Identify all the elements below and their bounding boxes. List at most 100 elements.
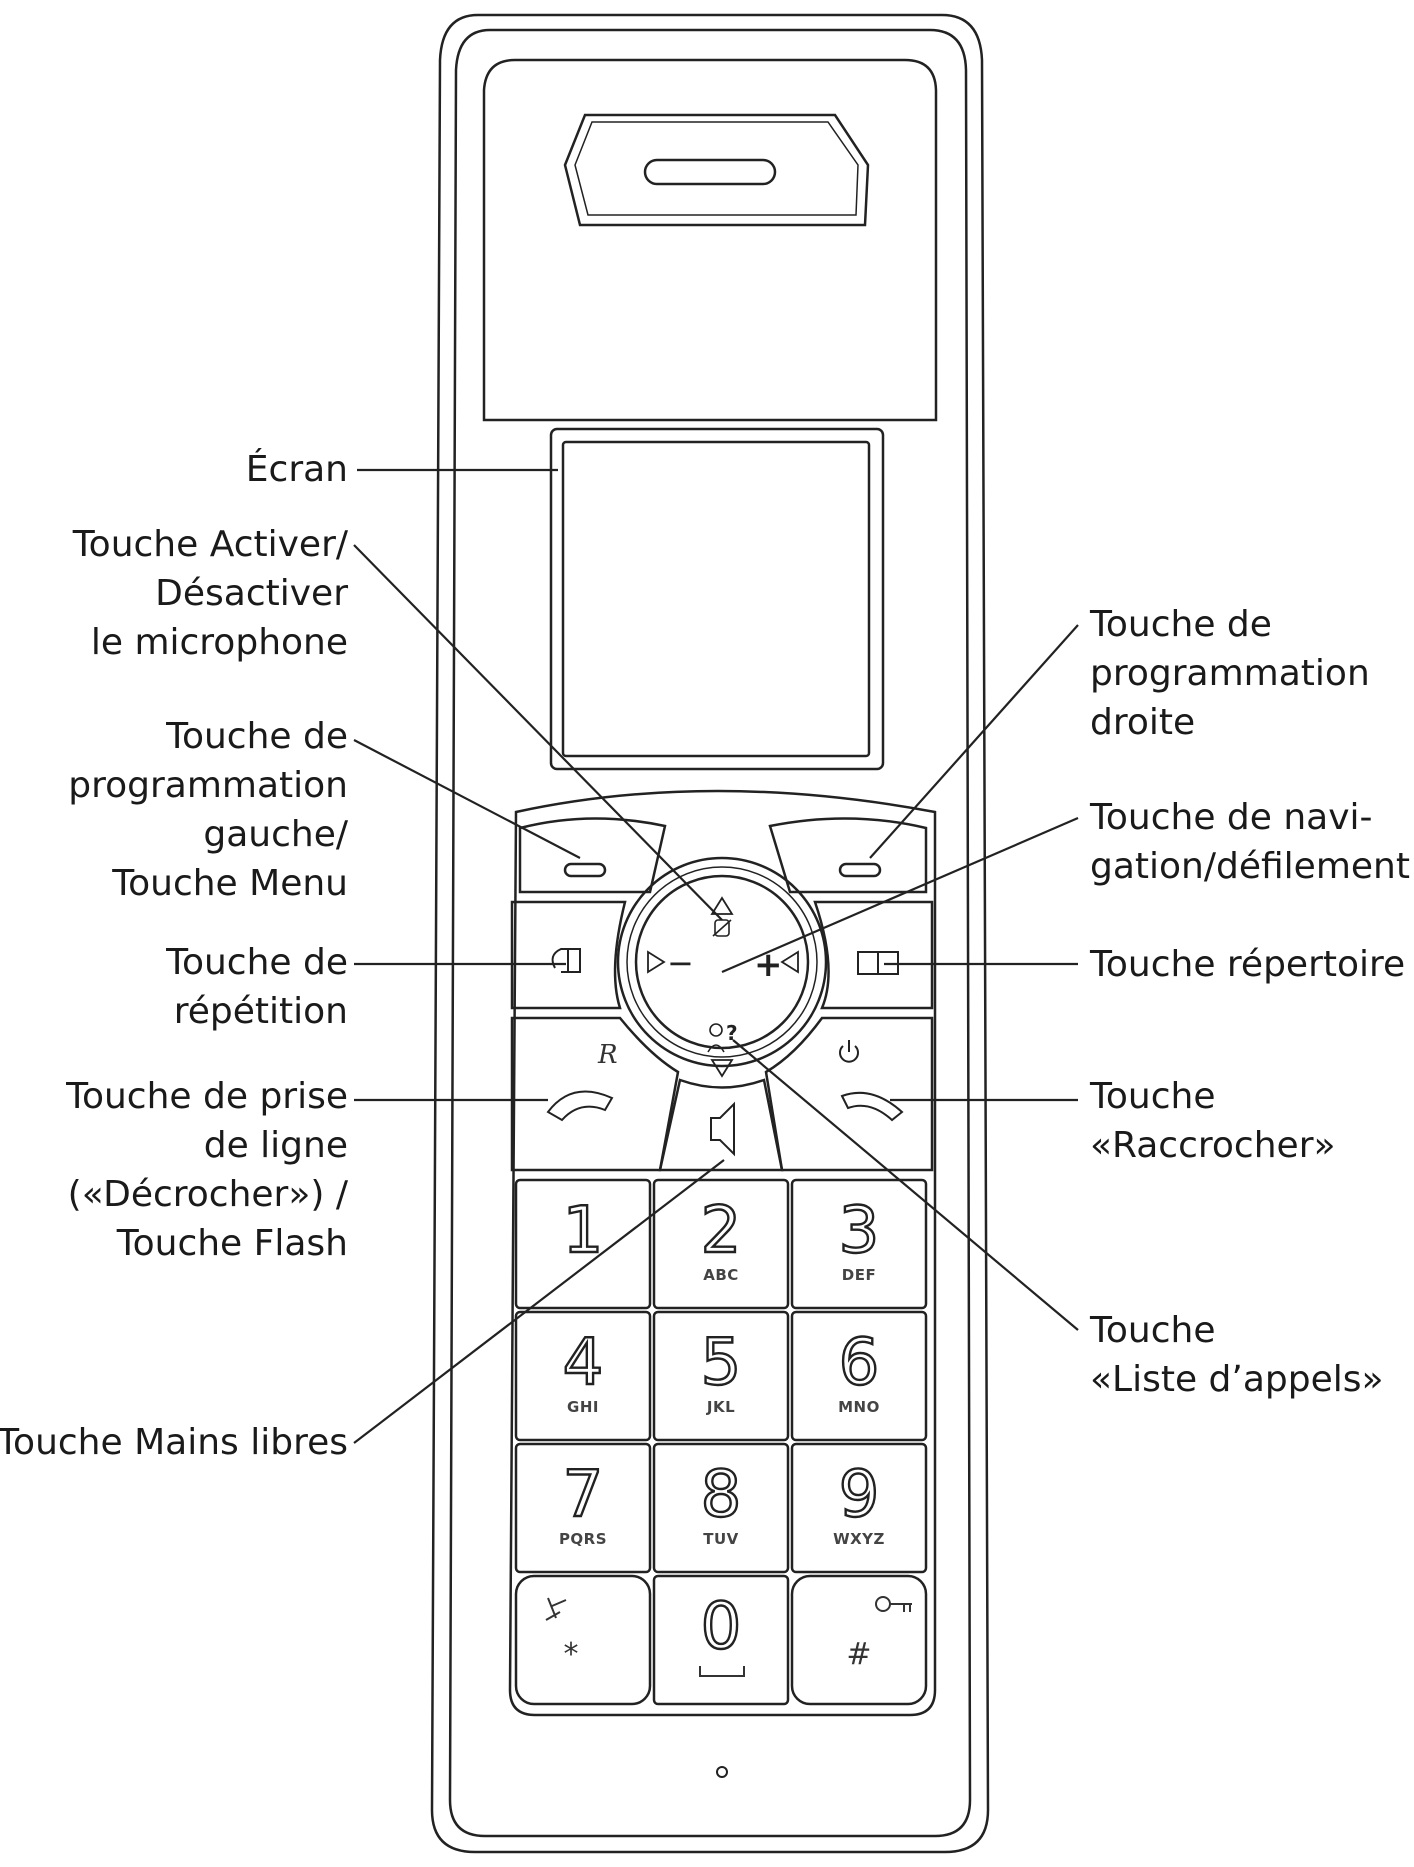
phonebook-icon	[857, 951, 899, 975]
top-bezel	[482, 58, 938, 422]
earpiece-window-inner	[574, 121, 859, 216]
label-handsfree-key: Touche Mains libres	[0, 1422, 348, 1463]
flash-r-mark: R	[597, 1040, 618, 1070]
calllist-icon	[709, 1023, 723, 1037]
keypad-key-number: #	[846, 1637, 871, 1672]
keypad-key-star[interactable]: *	[514, 1574, 652, 1706]
keypad-key-number: 9	[839, 1458, 880, 1532]
right-soft-key-mark	[838, 862, 882, 878]
keypad-key-frame	[514, 1574, 652, 1706]
power-icon	[839, 1045, 859, 1063]
keypad-key-frame	[652, 1310, 790, 1442]
navigation-ring-mid	[626, 866, 818, 1058]
keypad-key-number: 0	[701, 1590, 742, 1664]
keypad-key-number: 2	[701, 1194, 742, 1268]
label-right-soft-key: Touche de programmation droite	[1090, 604, 1370, 743]
phonebook-key[interactable]	[813, 900, 934, 1010]
left-soft-key[interactable]	[518, 817, 667, 894]
keypad-key-0[interactable]: 0	[652, 1574, 790, 1706]
talk-handset-icon	[546, 1090, 614, 1122]
keypad-key-frame	[652, 1574, 790, 1706]
keypad-key-number: 7	[563, 1458, 604, 1532]
hangup-handset-icon	[840, 1091, 904, 1122]
ringer-off-icon	[545, 1597, 567, 1621]
keypad-key-number: 4	[563, 1326, 604, 1400]
leader-mute	[353, 544, 723, 921]
label-redial-key: Touche de répétition	[166, 942, 348, 1032]
keypad-key-letters: GHI	[567, 1398, 599, 1416]
earpiece-slot	[643, 158, 777, 186]
keypad-key-frame	[514, 1310, 652, 1442]
keypad-key-frame	[790, 1310, 928, 1442]
keypad-key-number: 3	[839, 1194, 880, 1268]
key-lock-icon	[875, 1596, 912, 1612]
hangup-key[interactable]	[764, 1016, 934, 1172]
leader-lines	[353, 468, 1079, 1444]
keypad-key-frame	[514, 1178, 652, 1310]
label-mute-key: Touche Activer/ Désactiver le microphone	[72, 524, 348, 663]
keypad-key-letters: DEF	[842, 1266, 876, 1284]
space-icon	[699, 1666, 745, 1677]
keypad-key-hash[interactable]: #	[790, 1574, 928, 1706]
label-hangup-key: Touche «Raccrocher»	[1090, 1076, 1336, 1166]
screen-frame	[549, 427, 885, 771]
keypad-key-frame	[790, 1178, 928, 1310]
handsfree-key[interactable]	[658, 1078, 784, 1172]
redial-key[interactable]	[510, 900, 627, 1010]
phone-outer-body	[430, 13, 990, 1854]
calllist-question-mark: ?	[726, 1021, 738, 1045]
screen	[561, 440, 871, 758]
label-calllist-key: Touche «Liste d’appels»	[1090, 1310, 1384, 1400]
microphone-hole	[716, 1766, 728, 1778]
label-talk-key: Touche de prise de ligne («Décrocher») /…	[66, 1076, 348, 1264]
keypad-key-number: *	[564, 1637, 579, 1672]
nav-down-arrow-icon	[710, 1059, 734, 1078]
keypad-key-letters: WXYZ	[833, 1530, 885, 1548]
leader-left-soft	[353, 739, 581, 859]
keypad-key-letters: MNO	[838, 1398, 880, 1416]
right-soft-key[interactable]	[768, 817, 928, 894]
leader-handsfree	[353, 1159, 725, 1444]
nav-minus-mark: −	[667, 944, 694, 982]
nav-right-arrow-icon	[780, 950, 799, 974]
leader-calllist	[732, 1039, 1079, 1331]
keypad-housing	[508, 789, 937, 1717]
keypad-key-letters: JKL	[706, 1398, 735, 1416]
keypad-key-frame	[652, 1178, 790, 1310]
keypad-key-number: 8	[701, 1458, 742, 1532]
keypad-key-letters: ABC	[703, 1266, 739, 1284]
left-soft-key-mark	[563, 862, 607, 878]
label-left-soft-key: Touche de programmation gauche/ Touche M…	[68, 716, 348, 904]
phone-inner-body	[448, 28, 972, 1838]
speaker-icon	[710, 1101, 735, 1157]
talk-key[interactable]	[510, 1016, 680, 1172]
label-phonebook-key: Touche répertoire	[1090, 944, 1406, 985]
earpiece-window	[563, 113, 870, 227]
keypad-key-number: 5	[701, 1326, 742, 1400]
keypad-key-frame	[514, 1442, 652, 1574]
label-navigation-key: Touche de navi- gation/défilement	[1090, 797, 1410, 887]
keypad-key-letters: PQRS	[559, 1530, 607, 1548]
leader-nav	[721, 816, 1079, 974]
keypad-key-frame	[652, 1442, 790, 1574]
keypad-key-number: 6	[839, 1326, 880, 1400]
nav-up-arrow-icon	[710, 896, 734, 915]
keypad-key-1[interactable]: 1	[514, 1178, 652, 1310]
nav-left-arrow-icon	[647, 950, 666, 974]
keypad-key-letters: TUV	[703, 1530, 739, 1548]
navigation-ring-outer[interactable]	[616, 856, 828, 1068]
leader-right-soft	[869, 624, 1079, 859]
label-ecran: Écran	[245, 449, 348, 490]
keypad-key-frame	[790, 1442, 928, 1574]
